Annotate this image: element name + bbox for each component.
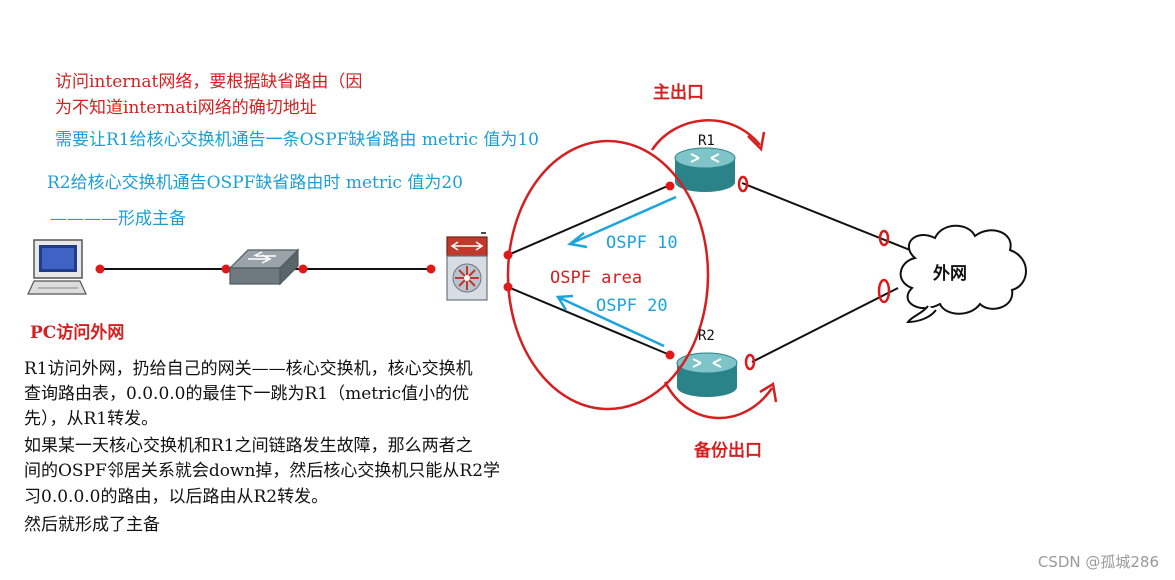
- ospf20-arrow: [559, 296, 665, 348]
- port-ring: [877, 278, 891, 304]
- link-core-r2: [507, 286, 671, 356]
- r2-label: R2: [698, 328, 715, 344]
- ospf10-arrow: [571, 195, 677, 245]
- pc-access-label: PC访问外网: [30, 322, 124, 343]
- port-dot: [665, 350, 675, 360]
- port-dot: [95, 264, 105, 274]
- note-cyan-line2: R2给核心交换机通告OSPF缺省路由时 metric 值为20: [47, 173, 463, 193]
- explanation-line: 习0.0.0.0的路由，以后路由从R2转发。: [24, 487, 329, 507]
- pc-icon: [27, 239, 87, 295]
- explanation-line: 先），从R1转发。: [24, 409, 159, 429]
- explanation-line: 查询路由表，0.0.0.0的最佳下一跳为R1（metric值小的优: [24, 384, 470, 404]
- link-r2-internet: [751, 287, 899, 363]
- link-core-r1: [507, 184, 671, 256]
- internet-label: 外网: [933, 263, 967, 284]
- r1-label: R1: [698, 133, 715, 149]
- note-red-line1: 访问internat网络，要根据缺省路由（因: [55, 72, 363, 92]
- port-ring: [737, 175, 749, 193]
- core-switch-icon: [446, 232, 488, 301]
- ospf-area-label: OSPF area: [550, 268, 642, 288]
- port-dot: [426, 264, 436, 274]
- port-dot: [221, 264, 231, 274]
- port-dot: [665, 181, 675, 191]
- ospf20-label: OSPF 20: [596, 296, 668, 316]
- ospf-arrows: [555, 195, 677, 348]
- exit-arrows: [650, 119, 778, 420]
- explanation-line: R1访问外网，扔给自己的网关——核心交换机，核心交换机: [24, 359, 473, 379]
- explanation-line: 如果某一天核心交换机和R1之间链路发生故障，那么两者之: [24, 436, 473, 456]
- explanation-line: 间的OSPF邻居关系就会down掉，然后核心交换机只能从R2学: [24, 461, 501, 481]
- ospf10-label: OSPF 10: [606, 233, 678, 253]
- main-exit-label: 主出口: [653, 82, 704, 103]
- links: [100, 182, 911, 363]
- switch-icon: [228, 248, 300, 286]
- router-icon: [674, 147, 736, 192]
- port-rings: [737, 175, 891, 371]
- port-ring: [878, 229, 890, 247]
- main-exit-arrow: [650, 119, 761, 151]
- port-dot: [298, 264, 308, 274]
- note-cyan-line3: ————形成主备: [50, 209, 186, 229]
- note-cyan-line1: 需要让R1给核心交换机通告一条OSPF缺省路由 metric 值为10: [55, 130, 539, 150]
- watermark: CSDN @孤城286: [1037, 553, 1159, 571]
- note-red-line2: 为不知道internati网络的确切地址: [55, 98, 317, 118]
- link-r1-internet: [741, 182, 911, 251]
- port-ring: [744, 353, 756, 371]
- explanation-line: 然后就形成了主备: [24, 515, 160, 535]
- ospf-area-boundary: [506, 139, 710, 411]
- router-icon: [676, 352, 738, 397]
- backup-exit-label: 备份出口: [693, 440, 762, 461]
- cloud-icon: [899, 224, 1027, 324]
- backup-exit-arrow: [663, 381, 774, 420]
